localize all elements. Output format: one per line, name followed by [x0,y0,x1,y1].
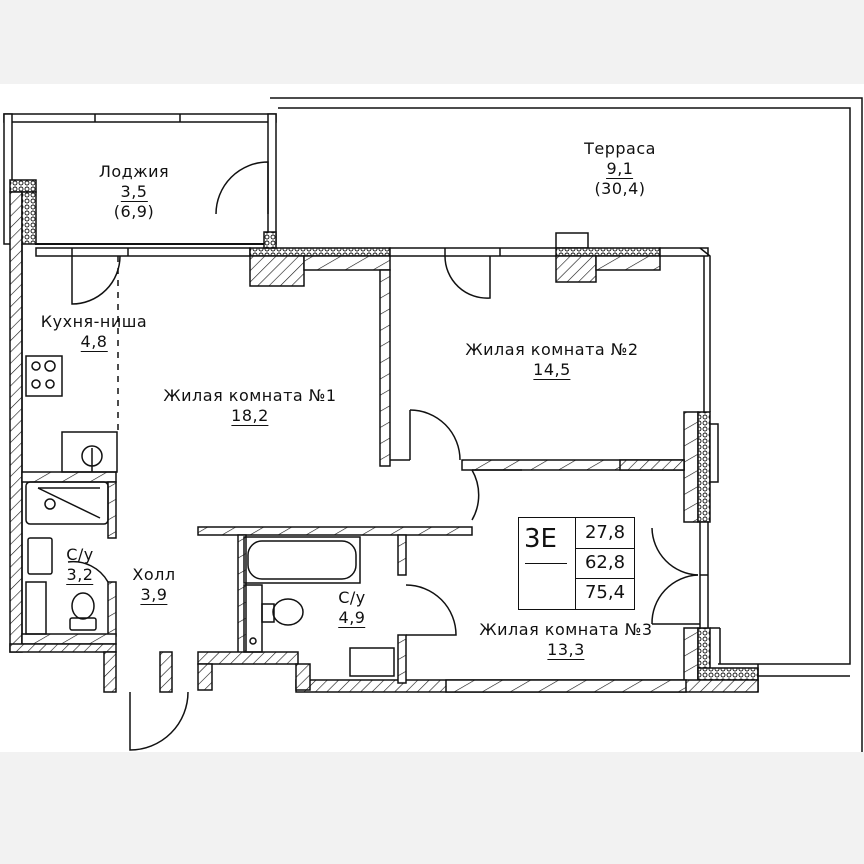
room-area: 9,1 [606,159,634,179]
room-area: 4,9 [338,608,366,628]
room-bathroom-1: С/у 3,2 [66,545,94,585]
bathtub-2-icon [243,536,361,584]
type-underline [525,563,567,564]
room-kitchen: Кухня-ниша 4,8 [41,312,147,352]
left-outer-wall [9,191,23,653]
room-area: 3,5 [120,182,148,202]
room-name: С/у [66,545,94,564]
wall-insulation [9,179,37,193]
room-terrace: Терраса 9,1 (30,4) [584,139,656,199]
room-name: Жилая комната №3 [479,620,653,639]
loggia-frame [3,113,277,245]
room-area: 13,3 [547,640,585,660]
room-hall: Холл 3,9 [132,565,175,605]
sink-1-icon [27,537,53,575]
room-bathroom-2: С/у 4,9 [338,588,366,628]
apartment-summary: 3E 27,8 62,8 75,4 [518,517,635,610]
door-terrace-1 [651,527,699,576]
room-area: 3,2 [66,565,94,585]
room-name: Лоджия [98,162,170,181]
door-bath1 [67,560,109,583]
sink-2-icon [349,647,395,677]
door-entrance [129,691,189,751]
room-name: Жилая комната №2 [465,340,639,359]
bathtub-1-icon [25,481,109,525]
room-name: Кухня-ниша [40,312,148,331]
room-name: Терраса [584,139,656,158]
door-terrace-2 [651,574,699,625]
room-living-1: Жилая комната №1 18,2 [163,386,336,426]
living-area: 27,8 [576,518,634,549]
divider [575,518,576,609]
door-loggia [215,161,269,215]
room-living-3: Жилая комната №3 13,3 [479,620,652,660]
room-area: 4,8 [80,332,108,352]
apartment-type: 3E [524,524,557,554]
room-loggia: Лоджия 3,5 (6,9) [99,162,169,222]
stove-icon [25,355,63,397]
room-area-full: (30,4) [594,179,646,198]
door-room3 [471,469,480,521]
toilet-1-icon [71,592,95,620]
cabinet-icon [25,581,47,635]
room-living-2: Жилая комната №2 14,5 [465,340,638,380]
door-kitchen [71,255,121,305]
door-room2 [409,409,461,461]
room-area: 18,2 [231,406,269,426]
room-name: С/у [338,588,366,607]
room-area: 3,9 [140,585,168,605]
total-area: 62,8 [576,548,634,579]
room-name: Холл [132,565,176,584]
room-name: Жилая комната №1 [163,386,337,405]
room-area: 14,5 [533,360,571,380]
door-room2-terrace [444,255,491,299]
total-area-with-outdoor: 75,4 [584,582,626,603]
kitchen-sink-icon [61,431,118,473]
room-area-full: (6,9) [113,202,155,221]
door-bath2 [405,584,457,636]
toilet-2-icon [243,584,304,653]
